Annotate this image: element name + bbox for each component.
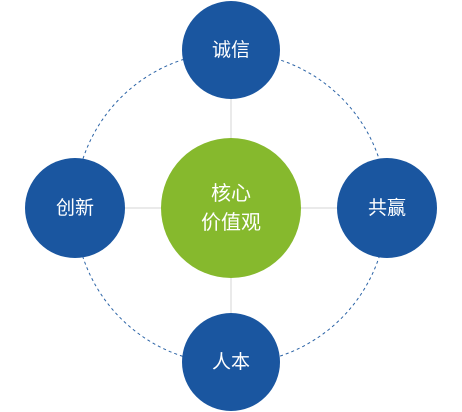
node-left: 创新 xyxy=(25,158,125,258)
node-bottom-circle xyxy=(182,313,280,411)
node-left-label: 创新 xyxy=(56,197,94,219)
node-top-label: 诚信 xyxy=(212,39,250,61)
center-circle xyxy=(161,138,301,278)
center-node: 核心 价值观 xyxy=(161,138,301,278)
node-left-circle xyxy=(25,158,125,258)
node-bottom: 人本 xyxy=(182,313,280,411)
node-right-circle xyxy=(337,158,437,258)
node-right-label: 共赢 xyxy=(368,197,406,219)
node-top-circle xyxy=(182,1,280,99)
node-top: 诚信 xyxy=(182,1,280,99)
center-label-line2: 价值观 xyxy=(201,210,261,234)
node-bottom-label: 人本 xyxy=(212,351,250,373)
node-right: 共赢 xyxy=(337,158,437,258)
center-label-line1: 核心 xyxy=(211,181,251,205)
